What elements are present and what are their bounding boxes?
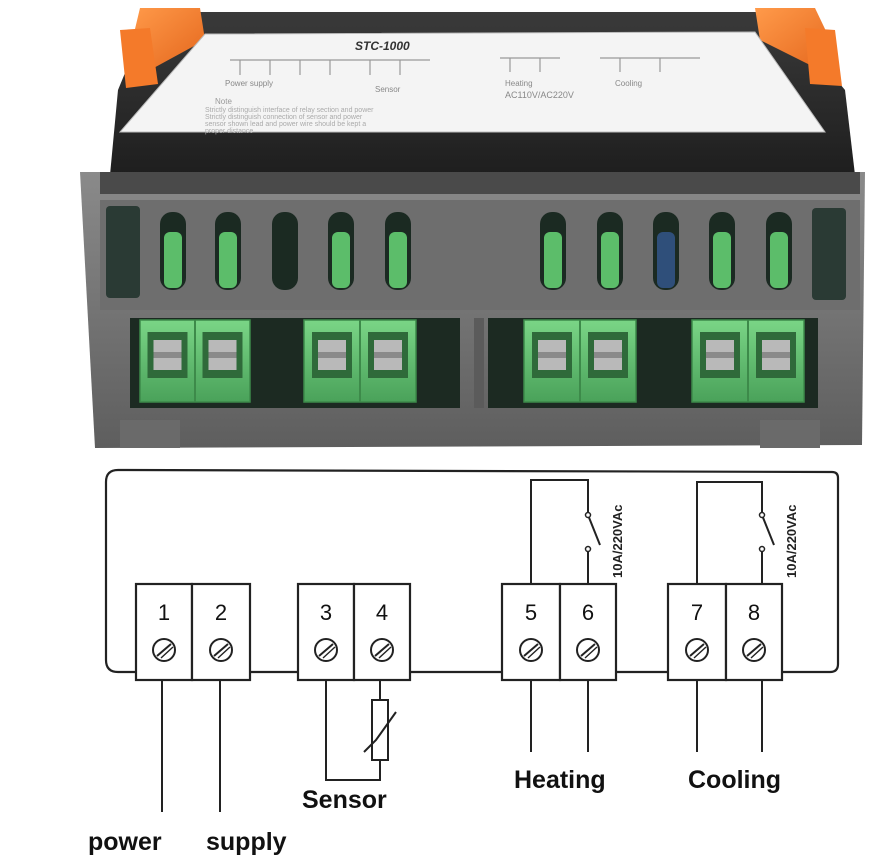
label-heating: Heating [505,79,533,88]
cooling-contact-dot-bottom [758,545,766,553]
terminal-number: 1 [158,600,170,625]
heating-contact-dot-top [584,511,592,519]
note-line-3: sensor shown lead and power wire should … [205,121,366,128]
terminal-screw-slot [322,646,336,659]
terminal-box [558,582,618,682]
note-line-1: Strictly distinguish interface of relay … [205,107,374,114]
thermistor-symbol [371,699,389,761]
terminal-1: 1 [134,582,194,682]
label-power-text: power [88,828,162,856]
terminal-box [666,582,728,682]
cooling-relay-contact [761,514,775,546]
photo-terminal-screw-slot [153,352,182,358]
model-name: STC-1000 [355,39,410,53]
photo-terminal-pair [139,319,251,403]
device-photo: STC-1000 Power supply Sensor Heating Coo… [80,8,865,448]
terminal-8: 8 [724,582,784,682]
terminal-5: 5 [500,582,562,682]
label-cooling-text: Cooling [688,766,781,794]
terminal-number: 7 [691,600,703,625]
photo-terminal-screw-slot [538,352,566,358]
label-sensor: Sensor [375,85,401,94]
photo-terminal-pair [691,319,805,403]
terminal-box [500,582,562,682]
terminal-screw-slot [580,643,596,657]
note-line-4: proper distance [205,128,253,135]
terminal-screw-slot [160,646,174,659]
heating-relay-wire [530,479,589,583]
cooling-contact-dot-top [758,511,766,519]
device-outline [104,468,840,674]
photo-terminal-screw-slot [594,352,622,358]
terminal-screw-slot [750,646,764,659]
terminal-number: 4 [376,600,388,625]
terminal-6: 6 [558,582,618,682]
mounting-clip-right [755,8,842,86]
photo-terminal-screw-slot [374,352,402,358]
photo-terminal-pair [523,319,637,403]
photo-terminal-screw-slot [762,352,790,358]
label-rating: AC110V/AC220V [505,90,574,100]
label-heating-text: Heating [514,766,606,794]
heating-relay-contact [587,514,601,546]
terminal-screw-slot [527,646,541,659]
heating-relay-rating: 10A/220VAc [610,505,625,578]
terminal-3: 3 [296,582,356,682]
photo-terminal-pair [303,319,417,403]
photo-terminal-screw-slot [318,352,346,358]
terminal-screw-slot [378,646,392,659]
terminal-number: 8 [748,600,760,625]
wiring-diagram [104,468,840,812]
terminal-screw-slot [213,643,229,657]
device-label-sticker: STC-1000 Power supply Sensor Heating Coo… [118,31,826,135]
mounting-clip-left [120,8,205,88]
thermistor-slash [363,711,397,753]
cooling-relay-rating: 10A/220VAc [784,505,799,578]
note-line-2: Strictly distinguish connection of senso… [205,114,363,121]
photo-terminal-screw-slot [706,352,734,358]
terminal-box [134,582,194,682]
terminal-screw-slot [374,643,390,657]
terminal-screw-slot [156,643,172,657]
terminal-number: 6 [582,600,594,625]
terminal-screw-slot [693,646,707,659]
label-sensor-text: Sensor [302,786,387,814]
heating-contact-dot-bottom [584,545,592,553]
terminal-box [724,582,784,682]
terminal-screw-slot [217,646,231,659]
photo-terminal-screw-slot [208,352,237,358]
terminal-screw-slot [746,643,762,657]
terminal-screw-slot [318,643,334,657]
note-title: Note [215,97,232,106]
terminal-screw-slot [689,643,705,657]
terminal-number: 5 [525,600,537,625]
sensor-lead [325,680,381,781]
label-power-supply: Power supply [225,79,273,88]
terminal-box [352,582,412,682]
diagram-terminal-blocks: 1 2 3 4 5 6 7 8 [134,582,784,682]
cooling-relay-wire [696,481,763,583]
terminal-box [190,582,252,682]
terminal-7: 7 [666,582,728,682]
vent-slots [160,212,792,290]
photo-terminal-blocks [139,319,805,403]
terminal-box [296,582,356,682]
terminal-screw-slot [584,646,598,659]
terminal-4: 4 [352,582,412,682]
terminal-number: 2 [215,600,227,625]
terminal-number: 3 [320,600,332,625]
label-cooling: Cooling [615,79,642,88]
terminal-2: 2 [190,582,252,682]
label-supply-text: supply [206,828,287,856]
terminal-screw-slot [523,643,539,657]
